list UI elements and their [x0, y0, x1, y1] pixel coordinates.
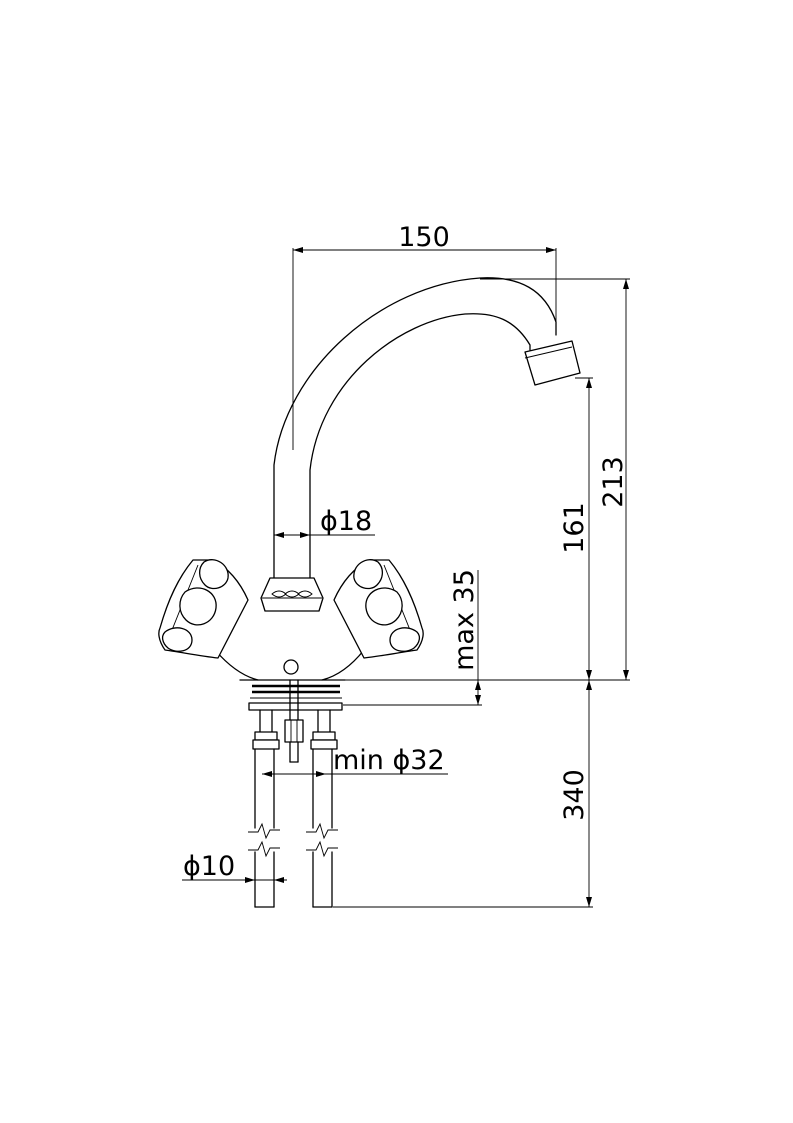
dim-outlet-height: 161 — [559, 502, 590, 554]
dimension-lines — [182, 247, 630, 908]
right-handle — [333, 559, 424, 659]
dim-spout-reach: 150 — [398, 222, 450, 253]
mounting-hardware — [248, 679, 343, 763]
dim-spout-diameter: ϕ18 — [320, 506, 372, 537]
spout-collar — [260, 577, 324, 612]
dim-max-deck-thickness: max 35 — [449, 569, 480, 671]
spout — [273, 277, 581, 579]
dim-min-hole-diameter: min ϕ32 — [333, 745, 445, 776]
dim-hose-diameter: ϕ10 — [183, 851, 235, 882]
left-handle — [158, 559, 249, 659]
dim-hose-length: 340 — [559, 769, 590, 821]
aerator-hole — [283, 659, 299, 675]
aerator-nozzle — [524, 340, 581, 386]
faucet-body — [214, 577, 365, 681]
supply-hose-left — [248, 709, 280, 908]
fixing-stud-nut — [284, 719, 304, 743]
supply-hose-right — [306, 709, 338, 908]
dim-total-height: 213 — [598, 456, 629, 508]
